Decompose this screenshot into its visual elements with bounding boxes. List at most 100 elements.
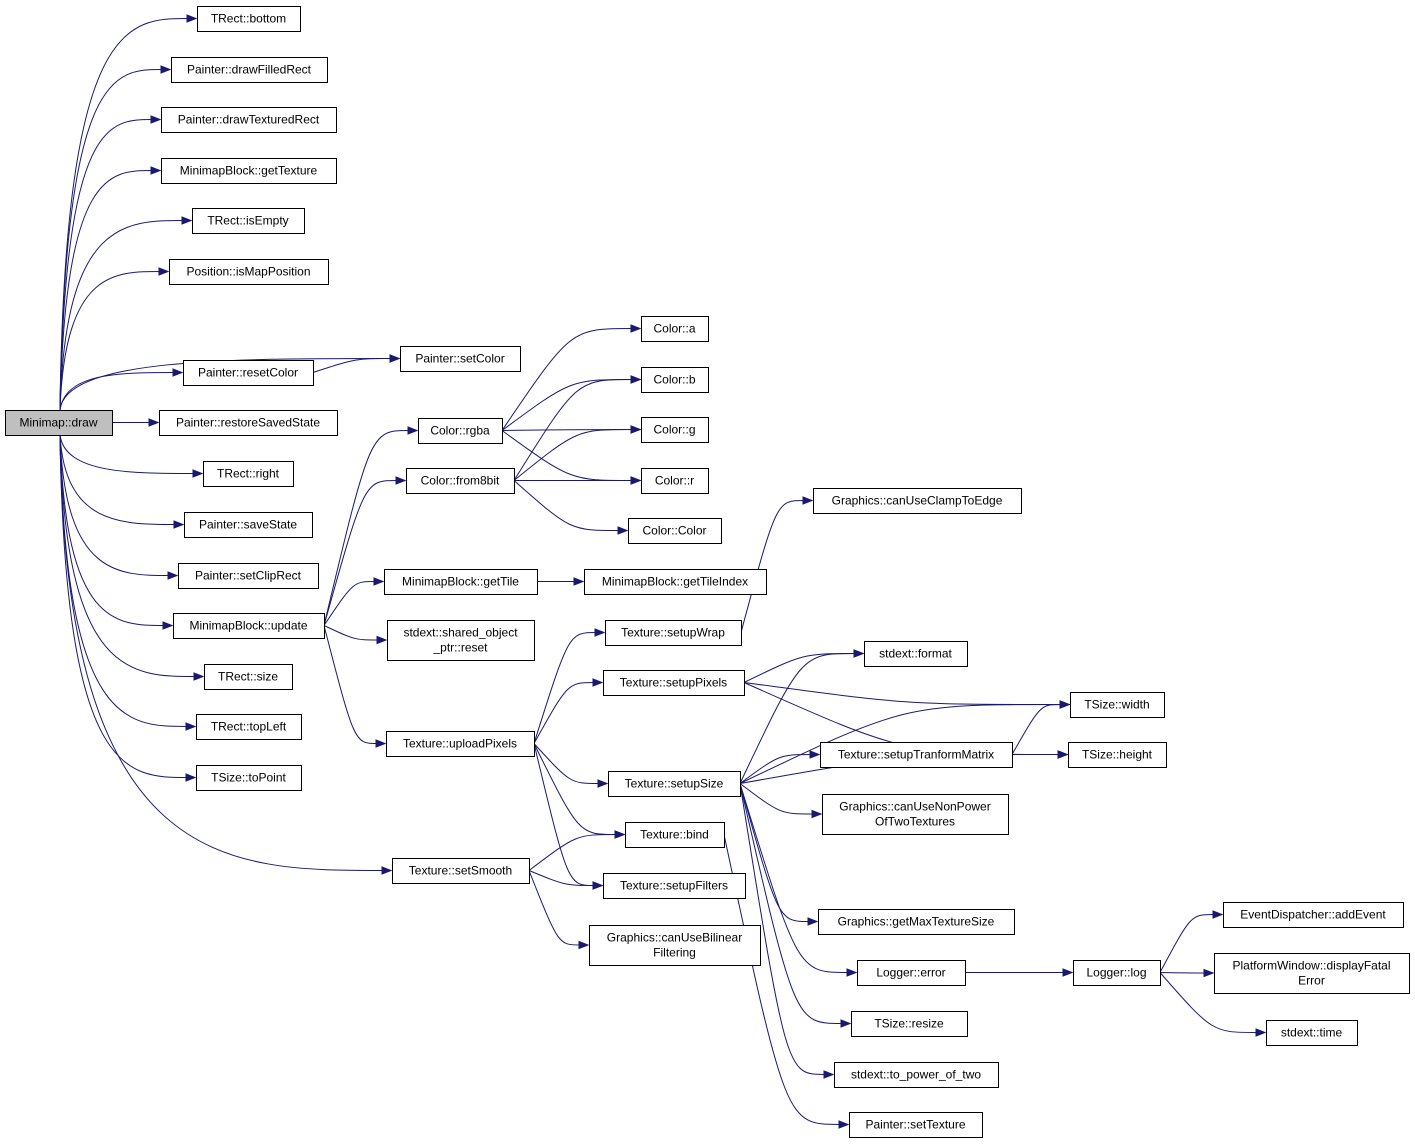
node-pow2[interactable]: stdext::to_power_of_two (834, 1062, 999, 1088)
node-setupPixels[interactable]: Texture::setupPixels (603, 670, 745, 696)
node-box (196, 765, 302, 791)
node-setupSize[interactable]: Texture::setupSize (608, 771, 741, 797)
node-right[interactable]: TRect::right (203, 461, 294, 487)
node-setupFilters[interactable]: Texture::setupFilters (603, 873, 746, 899)
node-setSmooth[interactable]: Texture::setSmooth (392, 858, 530, 884)
node-label: Color::from8bit (421, 474, 500, 488)
edge-line (323, 581, 376, 626)
node-getTile[interactable]: MinimapBlock::getTile (384, 569, 538, 595)
node-tranform[interactable]: Texture::setupTranformMatrix (820, 742, 1013, 768)
node-ca[interactable]: Color::a (641, 316, 709, 342)
node-toPoint[interactable]: TSize::toPoint (196, 765, 302, 791)
call-edge-draw-to-resetColor (59, 368, 184, 411)
call-edge-log-to-addEvent (1159, 910, 1224, 973)
node-isMapPosition[interactable]: Position::isMapPosition (169, 259, 329, 285)
arrowhead (186, 14, 198, 23)
node-label: PlatformWindow::displayFatal (1232, 959, 1390, 973)
node-bind[interactable]: Texture::bind (625, 822, 725, 848)
node-box (1068, 742, 1167, 768)
node-setClipRect[interactable]: Painter::setClipRect (178, 563, 319, 589)
node-setupWrap[interactable]: Texture::setupWrap (605, 620, 742, 646)
node-saveState[interactable]: Painter::saveState (184, 512, 313, 538)
arrowhead (846, 968, 858, 977)
call-edge-tranform-to-width (1011, 700, 1071, 755)
node-label: TSize::width (1084, 698, 1149, 712)
node-update[interactable]: MinimapBlock::update (173, 613, 325, 639)
node-format[interactable]: stdext::format (864, 641, 968, 667)
edge-line (59, 434, 170, 576)
node-label: TRect::size (218, 670, 278, 684)
node-box (641, 468, 709, 494)
node-box (851, 1011, 968, 1037)
arrowhead (193, 672, 205, 681)
node-label: Painter::drawTexturedRect (178, 113, 320, 127)
arrowhead (811, 809, 823, 819)
call-edge-draw-to-saveState (59, 434, 185, 529)
node-label: Color::g (653, 423, 695, 437)
node-error[interactable]: Logger::error (857, 960, 966, 986)
arrowhead (809, 750, 821, 759)
arrowhead (578, 940, 590, 950)
node-rsize[interactable]: TRect::size (204, 664, 293, 690)
node-drawFilledRect[interactable]: Painter::drawFilledRect (171, 57, 328, 83)
node-box (161, 158, 337, 184)
node-topLeft[interactable]: TRect::topLeft (196, 714, 302, 740)
node-addEvent[interactable]: EventDispatcher::addEvent (1223, 902, 1404, 928)
edge-line (739, 783, 826, 1075)
edge-line (323, 480, 398, 626)
node-cr[interactable]: Color::r (641, 468, 709, 494)
node-box (641, 367, 709, 393)
node-box (813, 488, 1022, 514)
node-box (603, 873, 746, 899)
node-box (820, 742, 1013, 768)
node-height[interactable]: TSize::height (1068, 742, 1167, 768)
node-time[interactable]: stdext::time (1266, 1020, 1358, 1046)
node-ccolor[interactable]: Color::Color (628, 518, 722, 544)
node-getTileIndex[interactable]: MinimapBlock::getTileIndex (584, 569, 767, 595)
node-label: Logger::log (1086, 966, 1146, 980)
call-edge-update-to-from8bit (323, 476, 407, 626)
node-maxTex[interactable]: Graphics::getMaxTextureSize (818, 909, 1015, 935)
node-restoreSavedState[interactable]: Painter::restoreSavedState (159, 410, 338, 436)
node-getTexture[interactable]: MinimapBlock::getTexture (161, 158, 337, 184)
node-draw[interactable]: Minimap::draw (5, 410, 113, 436)
node-cb[interactable]: Color::b (641, 367, 709, 393)
node-setTexture[interactable]: Painter::setTexture (849, 1112, 983, 1138)
node-resetColor[interactable]: Painter::resetColor (183, 360, 314, 386)
node-label: MinimapBlock::getTexture (180, 164, 318, 178)
node-bottom[interactable]: TRect::bottom (197, 6, 301, 32)
call-edge-uploadPixels-to-setupSize (533, 743, 609, 788)
node-box (386, 731, 535, 757)
node-isEmpty[interactable]: TRect::isEmpty (192, 208, 305, 234)
edge-line (59, 434, 196, 677)
edge-line (323, 625, 378, 744)
node-resize[interactable]: TSize::resize (851, 1011, 968, 1037)
edge-line (59, 434, 195, 474)
node-box (1073, 960, 1161, 986)
arrowhead (840, 1019, 852, 1028)
node-box (641, 316, 709, 342)
node-setColor[interactable]: Painter::setColor (400, 346, 521, 372)
node-box (418, 418, 503, 444)
node-label: Texture::setupWrap (621, 626, 725, 640)
node-label: Texture::bind (640, 828, 709, 842)
arrowhead (597, 779, 609, 788)
arrowhead (1255, 1028, 1267, 1037)
call-edge-setupWrap-to-clampToEdge (740, 496, 814, 633)
node-cg[interactable]: Color::g (641, 417, 709, 443)
node-drawTexturedRect[interactable]: Painter::drawTexturedRect (161, 107, 337, 133)
node-log[interactable]: Logger::log (1073, 960, 1161, 986)
node-box (818, 909, 1015, 935)
node-uploadPixels[interactable]: Texture::uploadPixels (386, 731, 535, 757)
node-sharedReset[interactable]: stdext::shared_object_ptr::reset (387, 620, 535, 661)
node-clampToEdge[interactable]: Graphics::canUseClampToEdge (813, 488, 1022, 514)
node-rgba[interactable]: Color::rgba (418, 418, 503, 444)
node-from8bit[interactable]: Color::from8bit (406, 468, 515, 494)
arrowhead (376, 635, 388, 645)
edge-line (513, 429, 633, 481)
arrowhead (160, 65, 172, 74)
node-width[interactable]: TSize::width (1070, 692, 1165, 718)
